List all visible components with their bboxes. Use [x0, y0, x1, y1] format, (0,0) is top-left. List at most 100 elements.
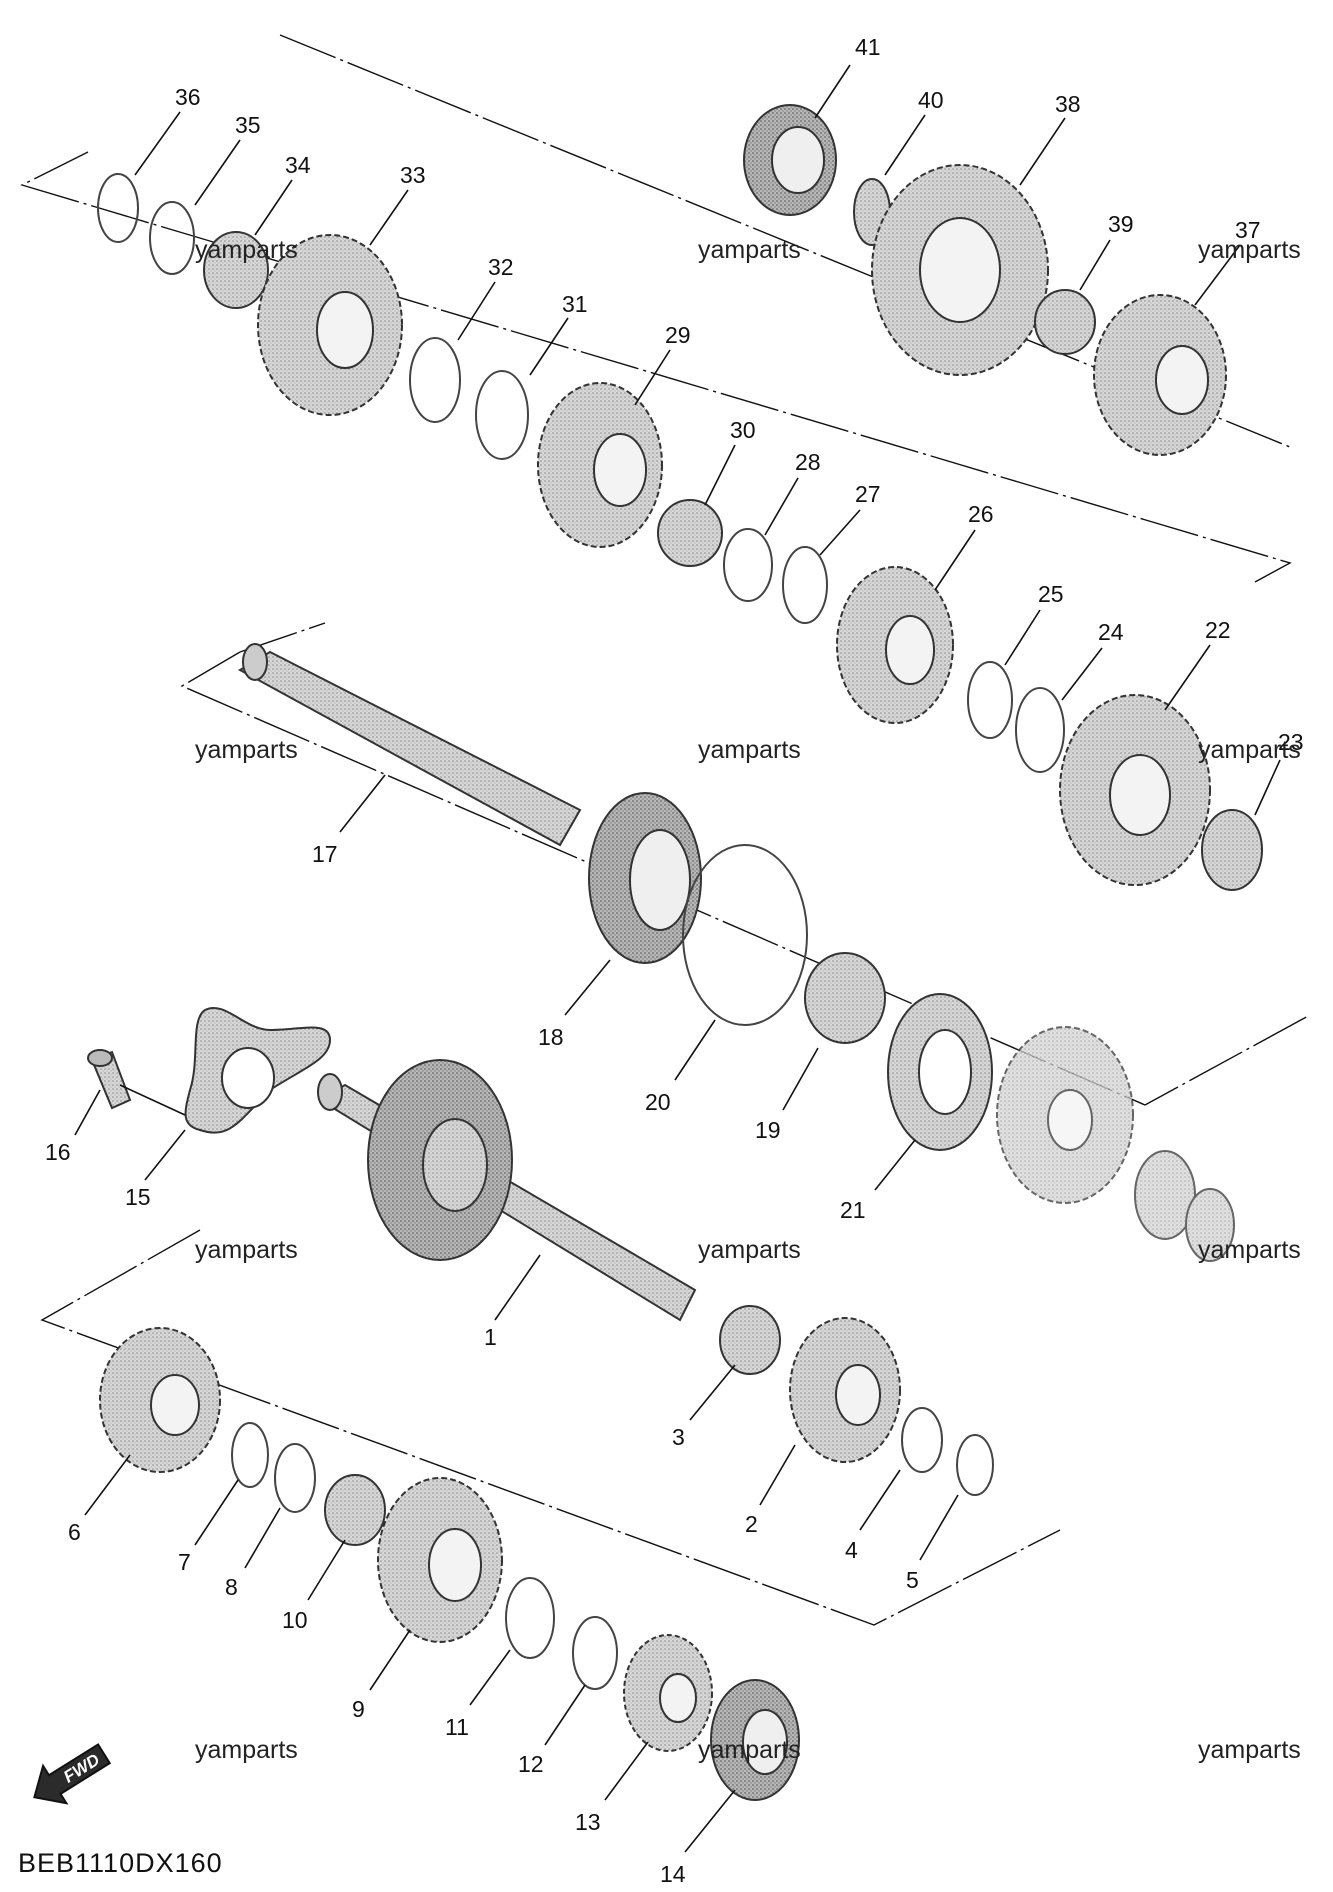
leader-15-16-link: [119, 1084, 186, 1116]
watermark: yamparts: [698, 1736, 801, 1764]
part-7-circlip: [231, 1422, 269, 1488]
watermark: yamparts: [195, 236, 298, 264]
callout-9: 9: [352, 1696, 365, 1722]
leader-20: [674, 1019, 716, 1081]
part-24-washer: [1015, 687, 1065, 773]
leader-24: [1061, 647, 1103, 701]
parts-layer: [87, 104, 1263, 1801]
drawing-code: BEB1110DX160: [18, 1848, 223, 1878]
part-28-washer: [723, 528, 773, 602]
part-32-circlip: [409, 337, 461, 423]
watermark: yamparts: [195, 1736, 298, 1764]
part-12-circlip: [572, 1616, 618, 1690]
part-20-oring: [682, 844, 808, 1026]
callout-36: 36: [175, 84, 201, 110]
leader-17: [339, 774, 386, 833]
part-26-gear: [836, 566, 954, 724]
callout-16: 16: [45, 1139, 71, 1165]
part-sprocket: [996, 1026, 1235, 1262]
callout-12: 12: [518, 1751, 544, 1777]
leader-25: [1004, 609, 1041, 666]
callout-32: 32: [488, 254, 514, 280]
callout-20: 20: [645, 1089, 671, 1115]
callout-3: 3: [672, 1424, 685, 1450]
leader-27: [819, 509, 861, 556]
part-31-washer: [475, 370, 529, 460]
callout-21: 21: [840, 1197, 866, 1223]
leader-7: [194, 1479, 239, 1546]
callout-5: 5: [906, 1567, 919, 1593]
leader-lines: [74, 64, 1281, 1853]
leader-8: [244, 1507, 281, 1569]
part-33-gear: [257, 234, 403, 416]
callout-17: 17: [312, 841, 338, 867]
part-29-gear: [537, 382, 663, 548]
callout-4: 4: [845, 1537, 858, 1563]
part-2-gear: [789, 1317, 901, 1463]
leader-32: [457, 281, 496, 341]
callout-19: 19: [755, 1117, 781, 1143]
leader-10: [307, 1539, 346, 1601]
part-13-gear: [623, 1634, 713, 1752]
leader-11: [469, 1649, 511, 1706]
leader-2: [759, 1444, 796, 1506]
callout-6: 6: [68, 1519, 81, 1545]
leader-41: [814, 64, 851, 119]
leader-1: [494, 1254, 541, 1321]
part-5-circlip: [956, 1434, 994, 1496]
leader-9: [369, 1629, 411, 1691]
leader-3: [689, 1364, 736, 1421]
callout-11: 11: [445, 1714, 469, 1740]
leader-26: [934, 529, 976, 591]
leader-28: [764, 477, 799, 536]
leader-19: [782, 1047, 819, 1111]
watermarks: yamparts yamparts yamparts yamparts yamp…: [195, 236, 1301, 1764]
leader-22: [1164, 644, 1211, 711]
leader-31: [529, 317, 569, 376]
callout-7: 7: [178, 1549, 191, 1575]
leader-38: [1019, 117, 1066, 186]
part-11-washer: [505, 1577, 555, 1659]
watermark: yamparts: [698, 236, 801, 264]
callout-18: 18: [538, 1024, 564, 1050]
leader-23: [1254, 759, 1281, 816]
callout-39: 39: [1108, 211, 1134, 237]
leader-14: [684, 1789, 736, 1853]
leader-13: [604, 1741, 649, 1801]
callout-23: 23: [1278, 729, 1304, 755]
callout-10: 10: [282, 1607, 308, 1633]
frame-top-group: [20, 151, 1292, 583]
leader-18: [564, 959, 611, 1016]
leader-36: [134, 111, 181, 176]
leader-34: [254, 179, 293, 236]
leader-16: [74, 1089, 101, 1136]
leader-37: [1194, 244, 1241, 306]
part-19-bushing: [804, 952, 886, 1044]
callout-15: 15: [125, 1184, 151, 1210]
part-17-shaft: [237, 643, 582, 847]
leader-30: [704, 444, 736, 506]
part-41-bearing: [743, 104, 837, 216]
part-27-circlip: [782, 546, 828, 624]
leader-12: [544, 1684, 586, 1746]
leader-5: [919, 1494, 959, 1561]
callout-31: 31: [562, 291, 588, 317]
part-25-circlip: [967, 661, 1013, 739]
callout-34: 34: [285, 152, 311, 178]
callout-26: 26: [968, 501, 994, 527]
callout-29: 29: [665, 322, 691, 348]
part-8-washer: [274, 1443, 316, 1513]
callout-13: 13: [575, 1809, 601, 1835]
callout-35: 35: [235, 112, 261, 138]
part-9-gear: [377, 1477, 503, 1643]
callout-22: 22: [1205, 617, 1231, 643]
watermark: yamparts: [195, 1236, 298, 1264]
callout-labels: 41 40 38 39 37 36 35 34 33 32 31 29 30 2…: [45, 34, 1304, 1887]
callout-28: 28: [795, 449, 821, 475]
part-34-bushing: [203, 231, 269, 309]
callout-25: 25: [1038, 581, 1064, 607]
callout-1: 1: [484, 1324, 497, 1350]
leader-15: [144, 1129, 186, 1181]
part-3-bushing: [719, 1305, 781, 1375]
leader-39: [1079, 239, 1111, 291]
